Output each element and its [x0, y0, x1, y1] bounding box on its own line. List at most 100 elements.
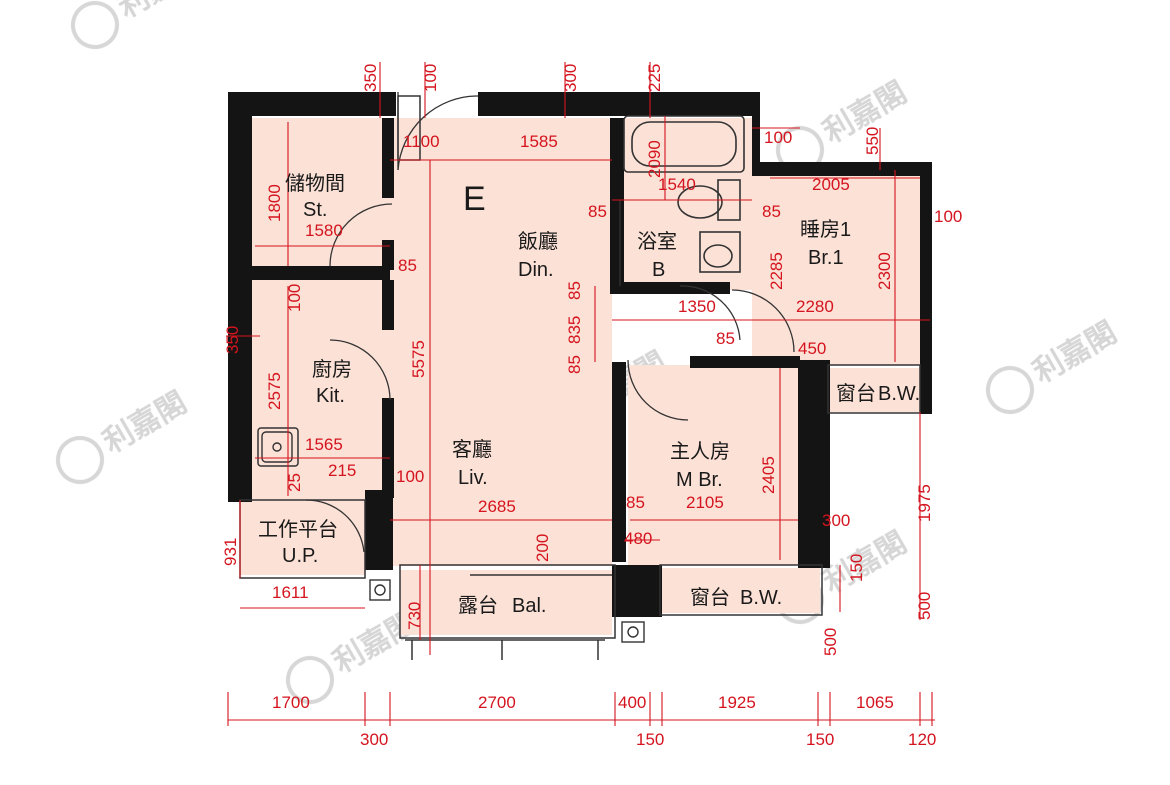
dining-label-en: Din. — [518, 259, 554, 281]
kitchen-label-zh: 廚房 — [312, 357, 352, 381]
svg-text:利嘉閣: 利嘉閣 — [112, 0, 207, 26]
dim-730: 730 — [405, 602, 424, 630]
bedroom1-room — [752, 175, 920, 365]
wall-utility-right — [365, 490, 393, 570]
dim-500-low: 500 — [821, 628, 840, 656]
dim-bottom-2700: 2700 — [478, 693, 516, 712]
wall-storage-bottom — [250, 266, 390, 280]
outlines — [239, 95, 921, 660]
svg-text:利嘉閣: 利嘉閣 — [97, 385, 192, 460]
wall-master-right — [798, 360, 830, 568]
dim-2090: 2090 — [645, 140, 664, 178]
wall-kitchen-right — [382, 280, 394, 330]
dim-25: 25 — [285, 473, 304, 492]
dim-85-g: 85 — [626, 493, 645, 512]
dimension-lines — [226, 62, 935, 726]
master-bedroom-room — [628, 365, 798, 565]
bay-window-bottom — [660, 568, 820, 613]
dim-1540: 1540 — [658, 175, 696, 194]
dim-85-d: 85 — [565, 281, 584, 300]
dim-bottom-150-b: 150 — [806, 730, 834, 749]
wall-top-left — [228, 92, 396, 116]
dim-1585: 1585 — [520, 132, 558, 151]
dim-1611: 1611 — [272, 583, 309, 602]
kitchen-room — [250, 278, 390, 500]
wall-br1-right — [920, 162, 932, 414]
bathtub-icon — [623, 115, 745, 173]
dim-1800: 1800 — [265, 184, 284, 222]
dim-2405: 2405 — [759, 456, 778, 494]
utility-platform — [240, 500, 365, 575]
dim-1580: 1580 — [305, 221, 343, 240]
dim-225-top: 225 — [645, 64, 664, 92]
utility-label-zh: 工作平台 — [258, 518, 338, 541]
dim-300-right: 300 — [822, 511, 850, 530]
storage-room — [250, 118, 390, 270]
wall-master-top — [690, 356, 800, 368]
dim-bottom-150-a: 150 — [636, 730, 664, 749]
walls — [228, 92, 932, 617]
dim-2280: 2280 — [796, 297, 834, 316]
wall-bath-bottom — [610, 282, 730, 294]
dim-100-liv: 100 — [396, 467, 424, 486]
dim-2105: 2105 — [686, 493, 724, 512]
master-label-zh: 主人房 — [670, 440, 730, 463]
balcony — [400, 570, 612, 635]
wall-bath-right — [752, 92, 760, 172]
dim-300-top: 300 — [561, 64, 580, 92]
dim-1350: 1350 — [678, 297, 716, 316]
dim-150-right: 150 — [847, 554, 866, 582]
door-swing-icon — [305, 92, 795, 553]
dim-2575: 2575 — [265, 372, 284, 410]
dimension-labels: 350 100 300 225 100 550 1100 1585 2090 1… — [221, 64, 962, 749]
room-fills — [240, 118, 920, 635]
bay-window-bottom-zh: 窗台 — [690, 586, 730, 609]
dim-85-a: 85 — [588, 202, 607, 221]
svg-text:利嘉閣: 利嘉閣 — [1027, 315, 1122, 390]
balcony-label-en: Bal. — [512, 595, 546, 617]
wall-br1-top — [752, 162, 932, 176]
wall-top-middle — [478, 92, 758, 116]
dim-550: 550 — [863, 127, 882, 155]
bay-window-right-zh: 窗台 — [836, 382, 876, 405]
bedroom1-label-en: Br.1 — [808, 247, 844, 269]
dim-450: 450 — [798, 339, 826, 358]
dim-500-right: 500 — [915, 592, 934, 620]
dim-2300: 2300 — [875, 252, 894, 290]
watermark-logo-icon: 利嘉閣 — [986, 315, 1123, 414]
living-label-en: Liv. — [458, 467, 488, 489]
dim-100-bath: 100 — [764, 128, 792, 147]
living-dining-room — [390, 118, 612, 566]
dim-2285: 2285 — [767, 252, 786, 290]
ac-unit-icon — [369, 579, 645, 643]
dim-1100: 1100 — [403, 132, 440, 151]
wall-bath-left — [610, 118, 624, 286]
wall-master-bottom-left — [612, 565, 662, 617]
wall-storage-right-lower — [382, 240, 394, 270]
dim-bottom-1700: 1700 — [272, 693, 310, 712]
dim-bottom-300: 300 — [360, 730, 388, 749]
dim-bottom-1925: 1925 — [718, 693, 756, 712]
dim-85-b: 85 — [762, 202, 781, 221]
unit-label: E — [463, 180, 486, 218]
balcony-label-zh: 露台 — [458, 594, 498, 617]
watermark-logo-icon: 利嘉閣 — [56, 385, 193, 484]
living-label-zh: 客廳 — [452, 438, 492, 461]
dim-1565: 1565 — [305, 435, 343, 454]
dim-350-left: 350 — [223, 326, 242, 354]
dim-5575: 5575 — [409, 340, 428, 378]
master-label-en: M Br. — [676, 469, 723, 491]
dim-bottom-400: 400 — [618, 693, 646, 712]
basin-icon — [699, 231, 741, 273]
bay-window-right — [830, 368, 920, 412]
dim-100-br1: 100 — [934, 207, 962, 226]
storage-label-zh: 儲物間 — [285, 172, 345, 195]
wall-kitchen-right-lower — [382, 398, 394, 498]
wall-master-left — [612, 362, 626, 562]
dim-350-top: 350 — [361, 64, 380, 92]
bathroom-label-en: B — [652, 259, 665, 281]
storage-label-en: St. — [303, 199, 327, 221]
utility-label-en: U.P. — [282, 545, 318, 567]
bay-window-bottom-en: B.W. — [740, 587, 782, 609]
